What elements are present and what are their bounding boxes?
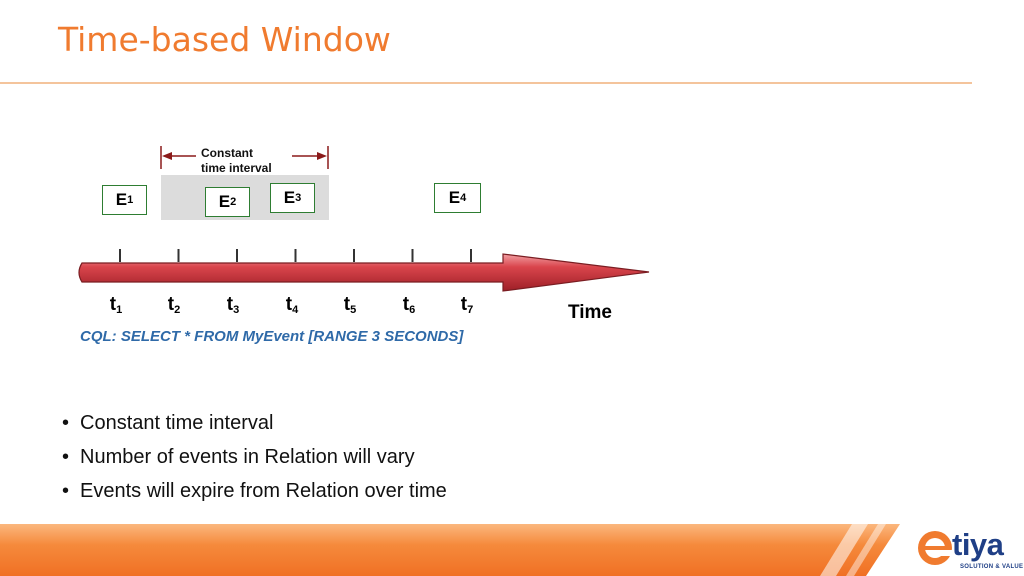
bullet-item: • Constant time interval	[62, 410, 447, 444]
tick-label-t2: t2	[159, 294, 189, 316]
title-divider	[0, 82, 972, 84]
logo-wordmark: tiya	[952, 527, 1004, 562]
tick-letter: t	[402, 294, 410, 315]
bullet-list: • Constant time interval • Number of event…	[62, 410, 447, 512]
tick-subscript: 7	[467, 304, 474, 316]
event-letter: E	[115, 190, 128, 209]
tick-subscript: 3	[233, 304, 240, 316]
tick-letter: t	[109, 294, 117, 315]
tick-letter: t	[285, 294, 293, 315]
bullet-text: Number of events in Relation will vary	[80, 446, 415, 468]
tick-label-t6: t6	[394, 294, 424, 316]
bullet-text: Events will expire from Relation over ti…	[80, 480, 447, 502]
bracket-left-arrowhead	[162, 152, 172, 160]
logo-tagline: SOLUTION & VALUE	[960, 564, 1024, 570]
tick-subscript: 1	[116, 304, 123, 316]
event-letter: E	[218, 192, 231, 211]
slide-title: Time-based Window	[58, 20, 391, 59]
tick-label-t1: t1	[101, 294, 131, 316]
timeline-arrow	[78, 253, 650, 292]
bullet-item: • Events will expire from Relation over t…	[62, 478, 447, 512]
tick-subscript: 4	[292, 304, 299, 316]
footer-band	[0, 524, 1024, 576]
axis-label: Time	[568, 302, 613, 323]
tick-letter: t	[343, 294, 351, 315]
window-label-line-1: Constant	[201, 146, 253, 160]
event-letter: E	[283, 188, 296, 207]
bullet-dot-icon: •	[62, 480, 70, 502]
tick-label-t3: t3	[218, 294, 248, 316]
tick-label-t4: t4	[277, 294, 307, 316]
event-subscript: 2	[230, 196, 237, 208]
tick-letter: t	[226, 294, 234, 315]
tick-subscript: 6	[409, 304, 416, 316]
bullet-text: Constant time interval	[80, 412, 274, 434]
event-subscript: 4	[460, 192, 467, 204]
event-letter: E	[448, 188, 461, 207]
bracket-right-arrowhead	[317, 152, 327, 160]
tick-label-t5: t5	[335, 294, 365, 316]
bullet-item: • Number of events in Relation will vary	[62, 444, 447, 478]
etiya-logo-icon	[918, 531, 952, 565]
tick-subscript: 2	[174, 304, 181, 316]
event-subscript: 1	[127, 194, 134, 206]
window-label: Constant time interval	[201, 146, 272, 175]
timeline-tick-marks	[119, 249, 472, 262]
bullet-dot-icon: •	[62, 412, 70, 434]
tick-letter: t	[167, 294, 175, 315]
tick-label-t7: t7	[452, 294, 482, 316]
bullet-dot-icon: •	[62, 446, 70, 468]
window-label-line-2: time interval	[201, 160, 272, 175]
cql-query: CQL: SELECT * FROM MyEvent [RANGE 3 SECO…	[80, 328, 464, 345]
tick-subscript: 5	[350, 304, 357, 316]
tick-letter: t	[460, 294, 468, 315]
event-subscript: 3	[295, 192, 302, 204]
